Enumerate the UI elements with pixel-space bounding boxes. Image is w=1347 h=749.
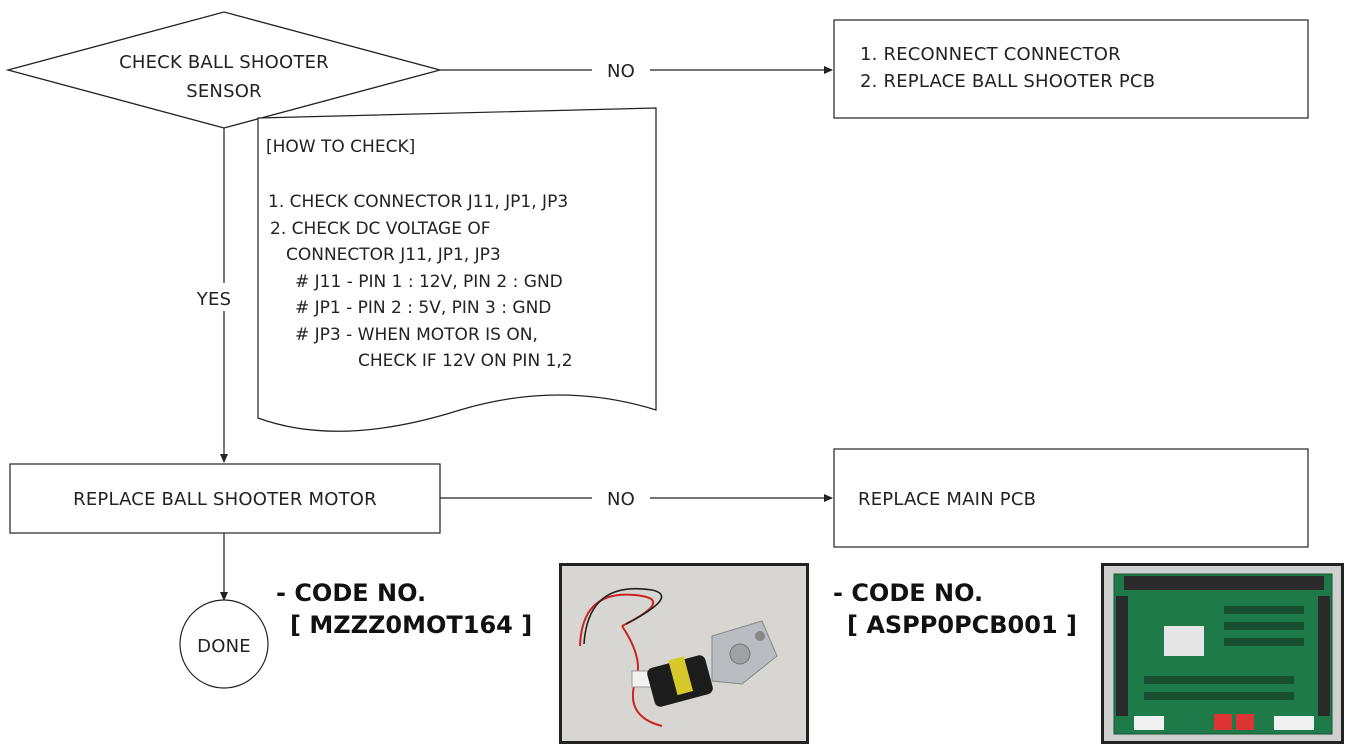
how-to-check-line-1: 1. CHECK CONNECTOR J11, JP1, JP3 [268, 192, 568, 212]
how-to-check-line-7: CHECK IF 12V ON PIN 1,2 [358, 351, 573, 371]
pcb-illustration [1104, 566, 1341, 741]
step-2-box [9, 463, 441, 534]
pcb-photo [1101, 563, 1344, 744]
step-2-text: REPLACE BALL SHOOTER MOTOR [73, 489, 377, 510]
motor-photo [559, 563, 809, 744]
how-to-check-line-3: CONNECTOR J11, JP1, JP3 [286, 245, 501, 265]
fix-box-2-text: REPLACE MAIN PCB [858, 489, 1036, 510]
fix-box-1 [833, 19, 1309, 119]
fix-box-1-line2: 2. REPLACE BALL SHOOTER PCB [860, 71, 1155, 92]
decision-text-line2: SENSOR [186, 81, 262, 102]
motor-illustration [562, 566, 806, 741]
decision-text-line1: CHECK BALL SHOOTER [119, 52, 329, 73]
motor-code-value: [ MZZZ0MOT164 ] [290, 611, 533, 639]
how-to-check-line-4: # J11 - PIN 1 : 12V, PIN 2 : GND [295, 272, 563, 292]
how-to-check-line-6: # JP3 - WHEN MOTOR IS ON, [295, 325, 538, 345]
pcb-code-value: [ ASPP0PCB001 ] [847, 611, 1077, 639]
done-text: DONE [197, 636, 251, 657]
no-label-2: NO [607, 489, 635, 510]
how-to-check-line-5: # JP1 - PIN 2 : 5V, PIN 3 : GND [295, 298, 551, 318]
how-to-check-note [257, 107, 657, 432]
motor-code-label: - CODE NO. [276, 579, 427, 607]
fix-box-1-line1: 1. RECONNECT CONNECTOR [860, 44, 1121, 65]
yes-label: YES [196, 289, 231, 310]
fix-box-2 [833, 448, 1309, 548]
how-to-check-line-2: 2. CHECK DC VOLTAGE OF [270, 219, 491, 239]
how-to-check-title: [HOW TO CHECK] [266, 137, 415, 157]
done-terminal [179, 599, 269, 689]
no-label-1: NO [607, 61, 635, 82]
yes-label-bg [194, 283, 234, 311]
pcb-code-label: - CODE NO. [833, 579, 984, 607]
